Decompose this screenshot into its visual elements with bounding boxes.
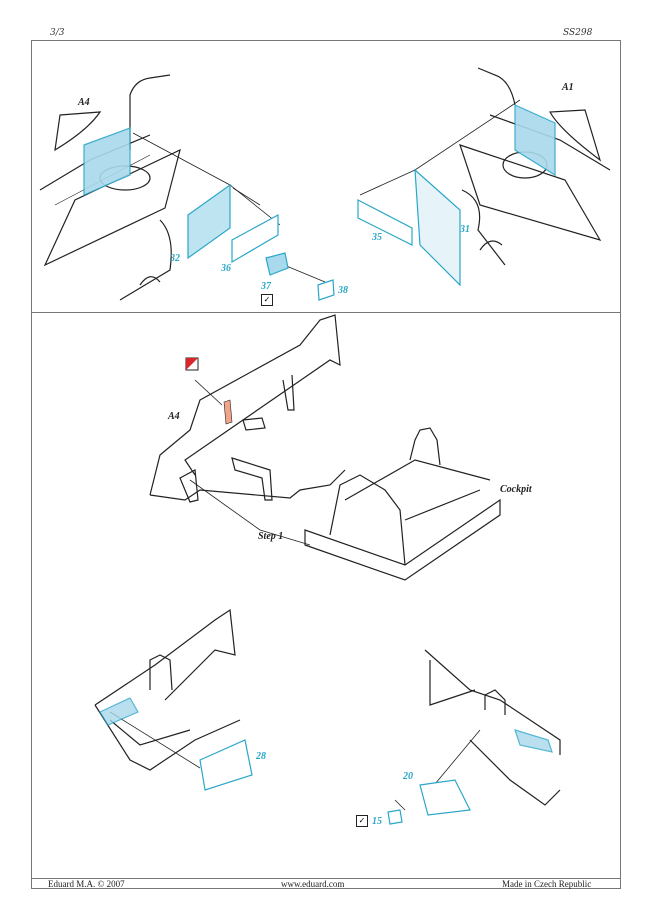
part-15	[387, 809, 403, 825]
part-label-36: 36	[221, 263, 231, 274]
part-37	[265, 252, 289, 276]
instruction-frame	[31, 40, 621, 889]
part-20	[419, 779, 471, 816]
assembly-arrows	[109, 99, 521, 811]
part-label-a4-top: A4	[78, 97, 90, 108]
footer-website[interactable]: www.eduard.com	[281, 879, 345, 889]
part-20-installed	[514, 729, 553, 753]
checkmark-box-37: ✓	[261, 294, 273, 306]
paint-marker	[185, 357, 233, 425]
part-28	[199, 739, 253, 791]
cockpit-label: Cockpit	[500, 484, 532, 495]
footer-divider	[31, 878, 621, 879]
checkmark-box-15: ✓	[356, 815, 368, 827]
part-a1-panel-fill	[514, 104, 556, 177]
etched-parts	[83, 104, 556, 825]
part-label-32: 32	[170, 253, 180, 264]
part-35	[357, 199, 413, 246]
part-32	[187, 183, 231, 260]
part-label-15: 15	[372, 816, 382, 827]
panel-divider	[31, 312, 621, 313]
part-36	[231, 213, 279, 264]
right-cockpit-drawing	[459, 67, 611, 266]
step-label: Step 1	[258, 531, 284, 542]
bottom-left-cockpit-drawing	[94, 608, 241, 771]
bottom-right-cockpit-drawing	[424, 649, 561, 806]
footer-origin: Made in Czech Republic	[502, 879, 592, 889]
left-cockpit-drawing	[39, 74, 181, 301]
part-label-20: 20	[403, 771, 413, 782]
part-31	[414, 168, 461, 287]
part-38	[317, 279, 335, 301]
part-a4-panel-fill	[83, 127, 131, 196]
part-label-31: 31	[460, 224, 470, 235]
cockpit-tub-drawing	[304, 427, 501, 581]
footer-copyright: Eduard M.A. © 2007	[48, 879, 125, 889]
fuselage-half-drawing	[149, 314, 346, 503]
part-label-a4-middle: A4	[168, 411, 180, 422]
part-label-a1: A1	[562, 82, 574, 93]
page-number: 3/3	[50, 28, 65, 38]
part-label-37: 37	[261, 281, 271, 292]
part-label-35: 35	[372, 232, 382, 243]
part-label-28: 28	[256, 751, 266, 762]
part-28-installed	[99, 697, 139, 726]
set-code: SS298	[563, 28, 593, 38]
part-label-38: 38	[338, 285, 348, 296]
